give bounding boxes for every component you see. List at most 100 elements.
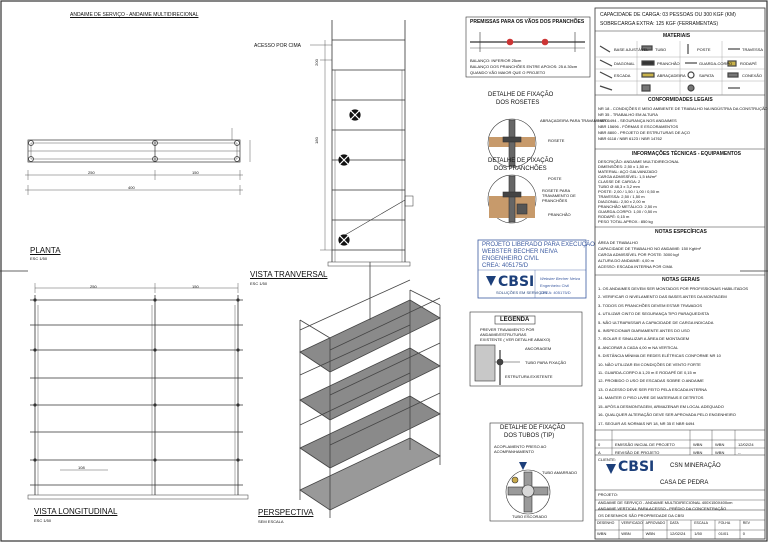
gerais-line: 8- ANCORAR A CADA 4,00 m NA VERTICAL xyxy=(598,344,679,350)
especificas-line-5: ACESSO: ESCADA INTERNA POR CIMA xyxy=(598,264,673,269)
gerais-line: 2- VERIFICAR O NIVELAMENTO DAS BASES ANT… xyxy=(598,294,727,300)
legenda-line-3: EXISTENTE ( VER DETALHE ABAIXO) xyxy=(480,337,551,342)
footer-value: WBN xyxy=(621,531,631,536)
revision-cell: 12/02/24 xyxy=(738,442,754,447)
premissas-title: PREMISSAS PARA OS VÃOS DOS PRANCHÕES xyxy=(470,19,585,25)
gerais-line: 12- PROIBIDO O USO DE ESCADAS SOBRE O AN… xyxy=(598,378,704,384)
stamp-sig-title: Engenheiro Civil xyxy=(540,283,570,288)
gerais-line: 1- OS ANDAIMES DEVEM SER MONTADOS POR PR… xyxy=(598,286,749,291)
conformidade-line-3: NBR 6494 - SEGURANÇA NOS ANDAIMES xyxy=(598,118,677,123)
especificas-line-4: ALTURA DO ANDAIME: 4,00 m xyxy=(598,258,654,263)
stamp-logo-sub: SOLUÇÕES EM SERVIÇOS xyxy=(496,290,548,295)
titleblock-note: OS DESENHOS SÃO PROPRIEDADE DA CBSI xyxy=(598,513,685,518)
stamp-line-3: ENGENHEIRO CIVIL xyxy=(482,256,540,262)
tecnicas-line-9: DIAGONAL: 2,50 x 2,00 m xyxy=(598,199,646,204)
tubos-detail-title: DETALHE DE FIXAÇÃO xyxy=(500,425,566,431)
planta-dim-1: 250 xyxy=(88,170,95,175)
planta-scale: ESC 1/50 xyxy=(30,256,48,261)
prancho-detail-subtitle: DOS PRANCHÕES xyxy=(494,166,547,172)
footer-value: 01/01 xyxy=(718,531,729,536)
tecnicas-line-4: CARGA ADMISSÍVEL: 1,5 kN/m² xyxy=(598,174,657,179)
material-item-2: TUBO xyxy=(655,47,667,52)
detail-tubos xyxy=(489,422,584,522)
prancho-label-2: ROSETE PARA TRAVAMENTO DE PRANCHÕES xyxy=(542,188,576,203)
stamp-logo: CBSI xyxy=(498,274,535,290)
perspectiva-view xyxy=(299,262,441,518)
especificas-title: NOTAS ESPECÍFICAS xyxy=(655,229,707,235)
premissas-box xyxy=(465,16,591,78)
material-item-10: ABRAÇADEIRA xyxy=(657,73,686,78)
material-item-5: DIAGONAL xyxy=(614,61,635,66)
especificas-line-1: ÁREA DE TRABALHO xyxy=(598,240,638,245)
footer-label: ESCALA xyxy=(694,521,708,525)
transversal-dim-2: 200 xyxy=(313,59,319,66)
client-label: CLIENTE: xyxy=(598,457,617,462)
tecnicas-line-12: RODAPÉ: 0,15 m xyxy=(598,214,630,219)
tubos-label-1: ACOPLAMENTO PRESO AO ACOMPANHAMENTO xyxy=(494,444,547,454)
revision-cell: WBN xyxy=(693,442,703,447)
tecnicas-line-5: CLASSE DE CARGA: 2 xyxy=(598,179,641,184)
gerais-line: 15- APÓS A DESMONTAGEM, ARMAZENAR EM LOC… xyxy=(598,403,724,409)
gerais-line: 17- SEGUIR AS NORMAS NR 18, NR 35 E NBR … xyxy=(598,420,695,426)
footer-label: FOLHA xyxy=(718,521,731,525)
cbsi-logo-mark xyxy=(486,276,616,474)
tecnicas-line-7: POSTE: 2,00 / 1,50 / 1,00 / 0,50 m xyxy=(598,189,660,194)
revision-cell: WBN xyxy=(715,442,725,447)
footer-label: DATA xyxy=(669,521,679,525)
legenda-line-2: ANDAIME/ESTRUTURAS xyxy=(480,332,527,337)
long-dim-1: 250 xyxy=(90,284,97,289)
material-item-11: SAPATA xyxy=(699,73,714,78)
tubos-label-2: TUBO AMARRADO xyxy=(542,470,578,475)
tecnicas-line-11: GUARDA-CORPO: 1,00 / 0,50 m xyxy=(598,209,657,214)
title-strip: ANDAIME DE SERVIÇO - ANDAIME MULTIDIRECI… xyxy=(70,12,199,18)
legenda-label-2: TUBO PARA FIXAÇÃO xyxy=(525,360,567,365)
detail-rosete xyxy=(487,118,537,168)
gerais-line: 3- TODOS OS PRANCHÕES DEVEM ESTAR TRAVAD… xyxy=(598,302,703,308)
long-dim-3: 108 xyxy=(78,465,85,470)
rosete-label-2: ROSETE xyxy=(548,138,565,143)
material-item-1: BASE AJUSTÁVEL xyxy=(614,47,649,52)
legenda-label-3: ESTRUTURA EXISTENTE xyxy=(505,374,553,379)
material-item-6: PRANCHÃO xyxy=(657,61,680,66)
material-item-9: ESCADA xyxy=(614,73,631,78)
planta-dim-2: 150 xyxy=(192,170,199,175)
gerais-line: 5- NÃO ULTRAPASSAR A CAPACIDADE DE CARGA… xyxy=(598,319,714,325)
stamp-sig-crea: CREA: 405175/D xyxy=(540,290,571,295)
stamp-signature: Webster Becher Neiva xyxy=(540,276,580,281)
gerais-line: 7- ISOLAR E SINALIZAR A ÁREA DE MONTAGEM xyxy=(598,336,690,342)
gerais-list: 1- OS ANDAIMES DEVEM SER MONTADOS POR PR… xyxy=(598,285,763,428)
rosete-detail-subtitle: DOS ROSETES xyxy=(496,100,540,106)
material-item-3: POSTE xyxy=(697,47,711,52)
project-name-2: ANDAIME VERTICAL PARA ACESSO - PRÉDIO DA… xyxy=(598,506,727,511)
rosete-label-1: ABRAÇADEIRA PARA TRAVAMENTO xyxy=(540,118,609,123)
premissas-line-2: BALANÇO DOS PRANCHÕES ENTRE APOIOS: 25 A… xyxy=(470,64,578,69)
tecnicas-line-1: DESCRIÇÃO: ANDAIME MULTIDIRECIONAL xyxy=(598,159,680,164)
prancho-label-1: POSTE xyxy=(548,176,562,181)
material-item-12: CONEXÃO xyxy=(742,73,763,78)
detail-prancho xyxy=(487,174,537,224)
gerais-line: 13- O ACESSO DEVE SER FEITO PELA ESCADA … xyxy=(598,386,707,392)
revision-cell: -- xyxy=(738,450,741,455)
titleblock-logo: CBSI xyxy=(618,459,655,475)
revision-cell: REVISÃO DE PROJETO xyxy=(615,450,660,455)
especificas-line-3: CARGA ADMISSÍVEL POR POSTE: 3000 kgf xyxy=(598,252,679,257)
transversal-scale: ESC 1/50 xyxy=(250,281,268,286)
gerais-line: 14- MANTER O PISO LIVRE DE MATERIAIS E D… xyxy=(598,395,704,401)
tecnicas-line-2: DIMENSÕES: 2,50 x 1,50 m xyxy=(598,164,649,169)
gerais-line: 16- QUALQUER ALTERAÇÃO DEVE SER APROVADA… xyxy=(598,412,736,418)
legenda-label-1: ANCORAGEM xyxy=(525,346,552,351)
revision-cell: EMISSÃO INICIAL DE PROJETO xyxy=(615,442,675,447)
revisoes-table xyxy=(595,430,765,539)
tecnicas-title: INFORMAÇÕES TÉCNICAS - EQUIPAMENTOS xyxy=(632,151,741,157)
planta-view xyxy=(25,128,251,195)
materiais-icons xyxy=(599,44,740,92)
longitudinal-nodes xyxy=(33,298,240,462)
transversal-title: VISTA TRANVERSAL xyxy=(250,270,328,279)
transversal-cross-markers xyxy=(337,108,362,247)
materiais-grid xyxy=(595,41,765,95)
tecnicas-line-8: TRAVESSA: 2,50 / 1,50 m xyxy=(598,194,645,199)
footer-label: DESENHO xyxy=(597,521,615,525)
